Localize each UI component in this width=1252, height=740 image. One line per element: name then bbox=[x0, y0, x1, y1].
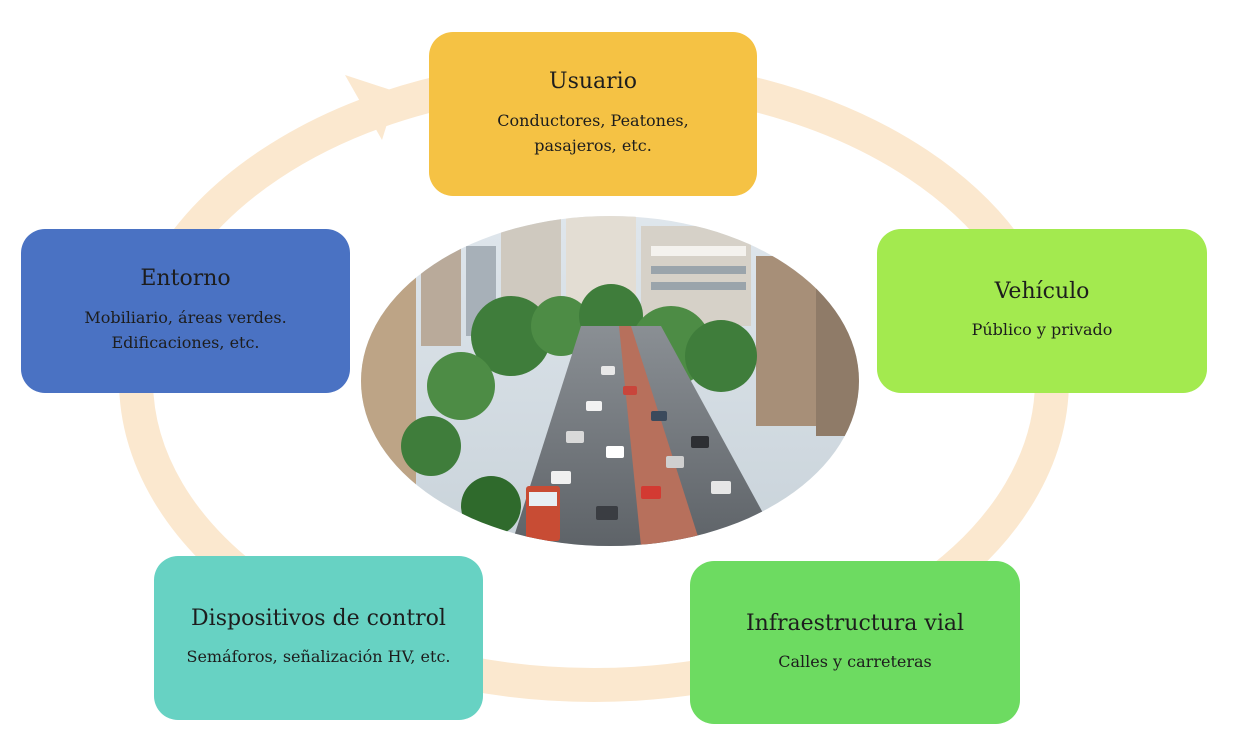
node-usuario-desc-line1: Conductores, Peatones, bbox=[497, 110, 689, 130]
node-usuario-desc: Conductores, Peatones, pasajeros, etc. bbox=[497, 108, 688, 159]
node-vehiculo-title: Vehículo bbox=[994, 279, 1090, 304]
node-infraestructura-desc: Calles y carreteras bbox=[778, 651, 932, 671]
city-avenue-photo bbox=[361, 216, 859, 546]
node-dispositivos-title: Dispositivos de control bbox=[191, 606, 446, 631]
node-dispositivos: Dispositivos de control Semáforos, señal… bbox=[154, 556, 483, 720]
node-dispositivos-desc: Semáforos, señalización HV, etc. bbox=[186, 647, 451, 667]
node-vehiculo-desc: Público y privado bbox=[971, 320, 1113, 340]
node-entorno: Entorno Mobiliario, áreas verdes. Edific… bbox=[21, 229, 350, 393]
node-usuario: Usuario Conductores, Peatones, pasajeros… bbox=[429, 32, 757, 196]
node-entorno-desc-line2: Edificaciones, etc. bbox=[111, 333, 260, 353]
node-entorno-title: Entorno bbox=[140, 266, 231, 292]
node-entorno-desc: Mobiliario, áreas verdes. Edificaciones,… bbox=[84, 305, 286, 356]
trees bbox=[401, 284, 757, 536]
cars bbox=[526, 366, 731, 541]
node-infraestructura-title: Infraestructura vial bbox=[745, 610, 965, 636]
node-usuario-desc-line2: pasajeros, etc. bbox=[534, 136, 652, 156]
cycle-arrowhead bbox=[345, 75, 397, 140]
node-usuario-title: Usuario bbox=[549, 69, 637, 95]
node-entorno-desc-line1: Mobiliario, áreas verdes. bbox=[84, 307, 287, 327]
node-infraestructura: Infraestructura vial Calles y carreteras bbox=[690, 561, 1020, 724]
bike-lane bbox=[619, 326, 701, 546]
node-vehiculo: Vehículo Público y privado bbox=[877, 229, 1207, 393]
